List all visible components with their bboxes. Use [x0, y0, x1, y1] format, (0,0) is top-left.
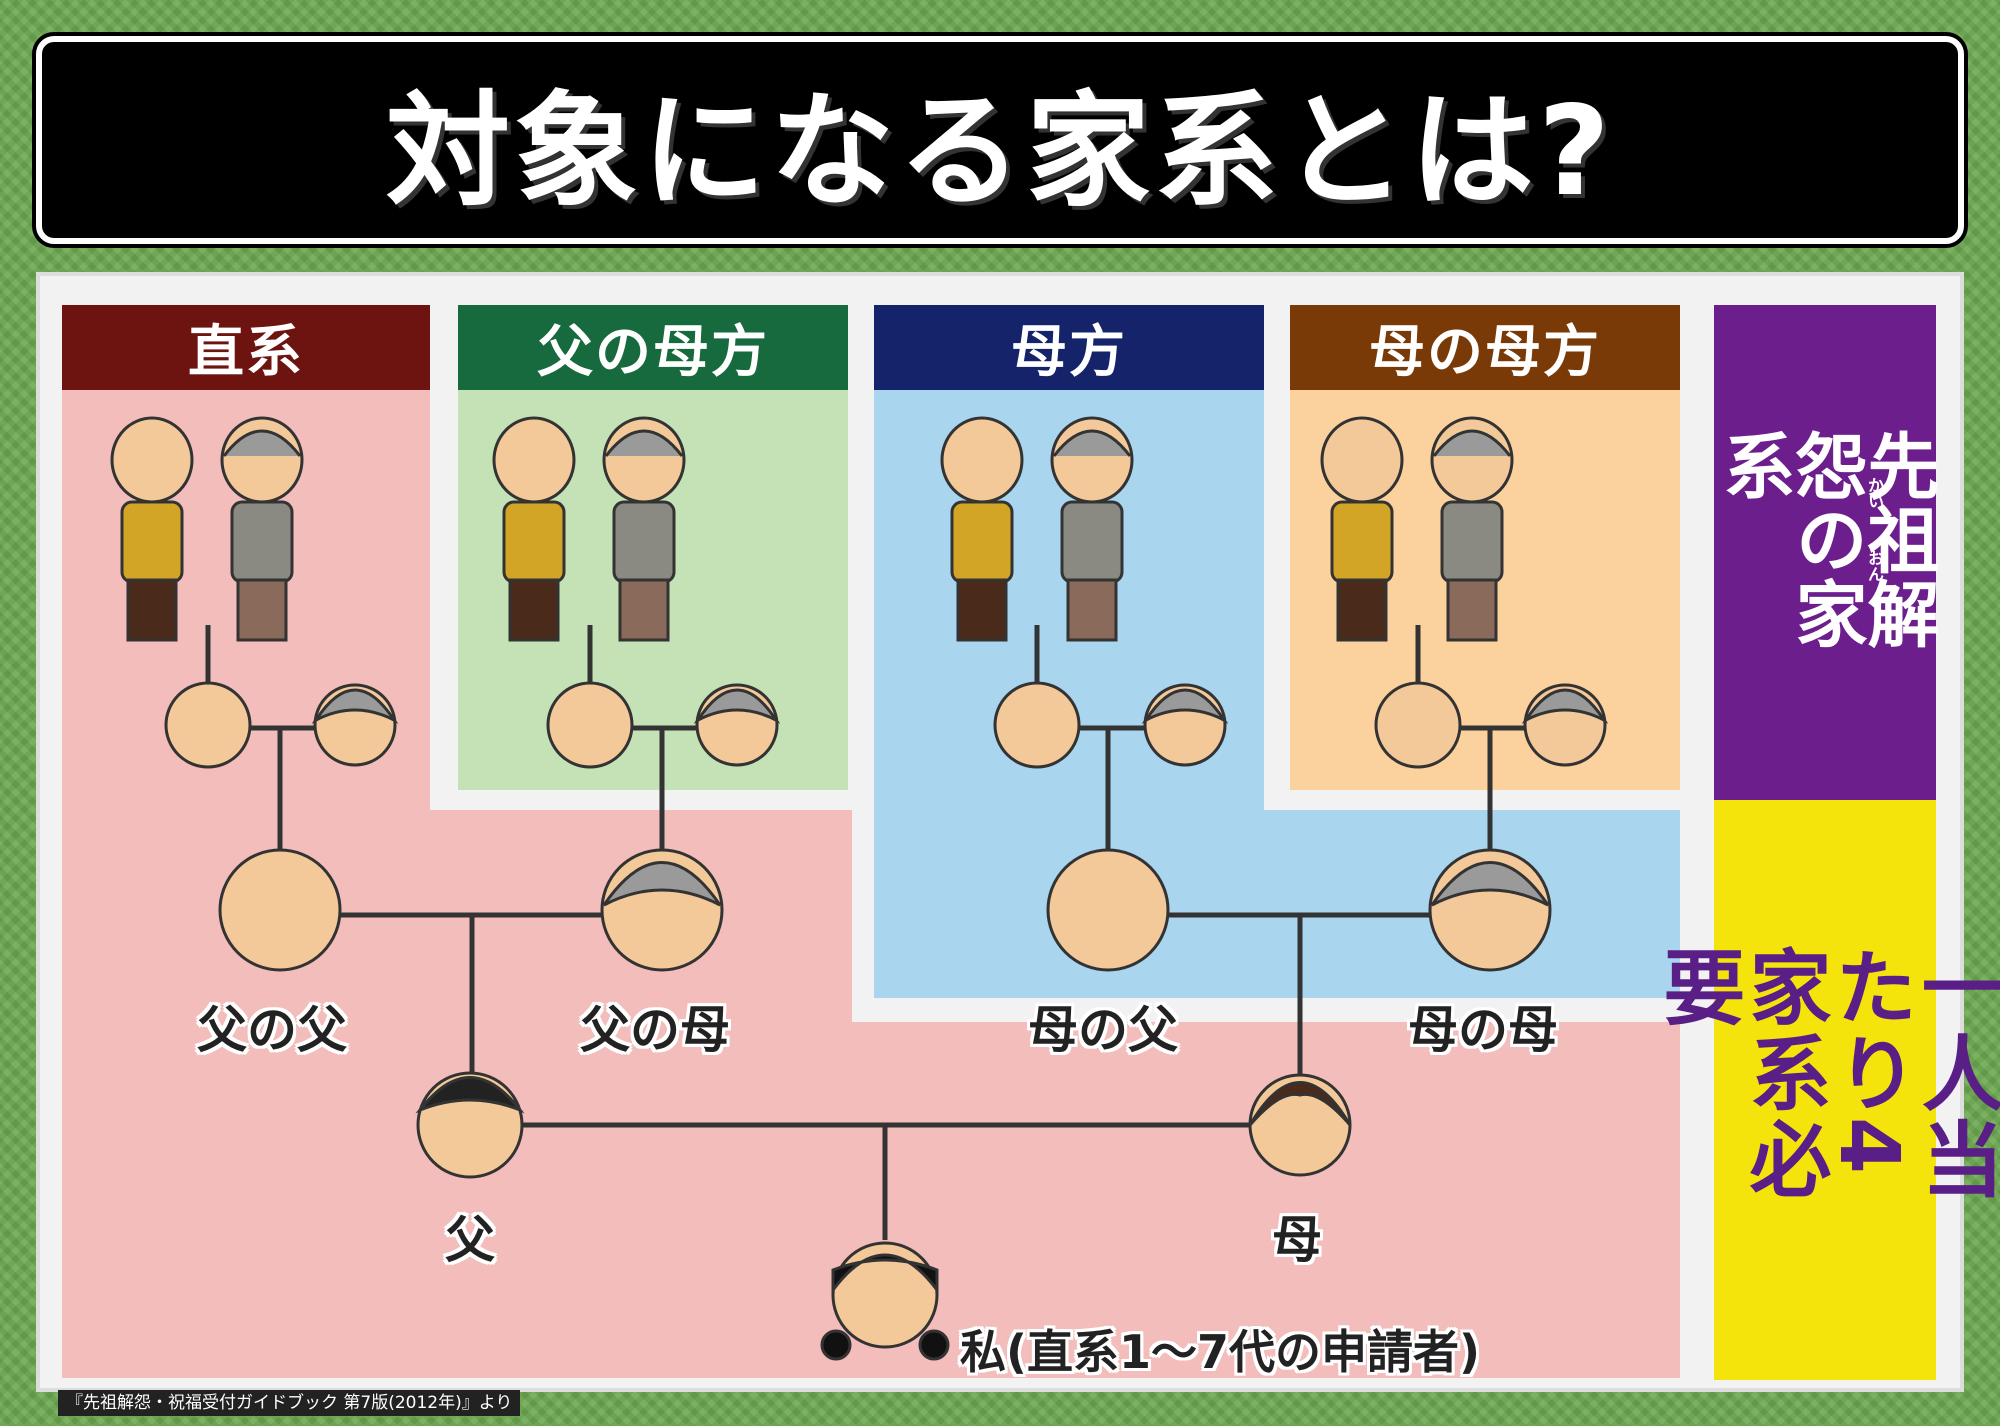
- label-mother: 母: [1272, 1211, 1322, 1269]
- ancestor-man-head-icon: [993, 681, 1081, 769]
- great-grandfather-icon: [940, 416, 1024, 642]
- header-maternal: 母方: [874, 305, 1264, 390]
- label-fathers-father: 父の父: [197, 1001, 347, 1059]
- ruby-on: おん: [1865, 550, 1884, 582]
- side-ancestor-lineage: 先祖解怨の家系 かい おん: [1711, 305, 1939, 800]
- ancestor-man-head-icon: [164, 681, 252, 769]
- title-bar: 対象になる家系とは?: [36, 36, 1964, 244]
- small-heads: [164, 681, 1607, 769]
- header-mothers-maternal: 母の母方: [1290, 305, 1680, 390]
- label-mothers-mother: 母の母: [1408, 1001, 1558, 1059]
- great-grandfather-icon: [110, 416, 194, 642]
- ancestor-man-head-icon: [1374, 681, 1462, 769]
- self-figure: [820, 1241, 950, 1361]
- label-mothers-father: 母の父: [1028, 1001, 1178, 1059]
- label-self: 私(直系1〜7代の申請者): [960, 1325, 1481, 1379]
- page-title: 対象になる家系とは?: [386, 80, 1614, 224]
- ancestor-figures: [110, 416, 1514, 642]
- side-bottom-text: 一人当たり4家系必要: [1648, 945, 2000, 1203]
- connector-lines: [205, 625, 1530, 1240]
- great-grandmother-icon: [1050, 416, 1134, 642]
- ancestor-man-head-icon: [546, 681, 634, 769]
- header-direct-line: 直系: [62, 305, 430, 390]
- grandparent-heads: [218, 848, 1552, 972]
- label-father: 父: [445, 1211, 495, 1269]
- label-fathers-mother: 父の母: [580, 1001, 730, 1059]
- great-grandmother-icon: [602, 416, 686, 642]
- source-note: 『先祖解怨・祝福受付ガイドブック 第7版(2012年)』より: [58, 1390, 521, 1416]
- side-four-lineages: 一人当たり4家系必要: [1649, 800, 2000, 1380]
- great-grandfather-icon: [492, 416, 576, 642]
- ruby-kai: かい: [1865, 477, 1884, 509]
- great-grandfather-icon: [1320, 416, 1404, 642]
- great-grandmother-icon: [1430, 416, 1514, 642]
- fathers-father-icon: [218, 848, 342, 972]
- header-fathers-maternal: 父の母方: [458, 305, 848, 390]
- side-top-text: 先祖解怨の家系: [1711, 428, 1939, 651]
- mothers-father-icon: [1046, 848, 1170, 972]
- great-grandmother-icon: [220, 416, 304, 642]
- parents: [415, 1071, 1352, 1179]
- self-icon: [831, 1241, 939, 1349]
